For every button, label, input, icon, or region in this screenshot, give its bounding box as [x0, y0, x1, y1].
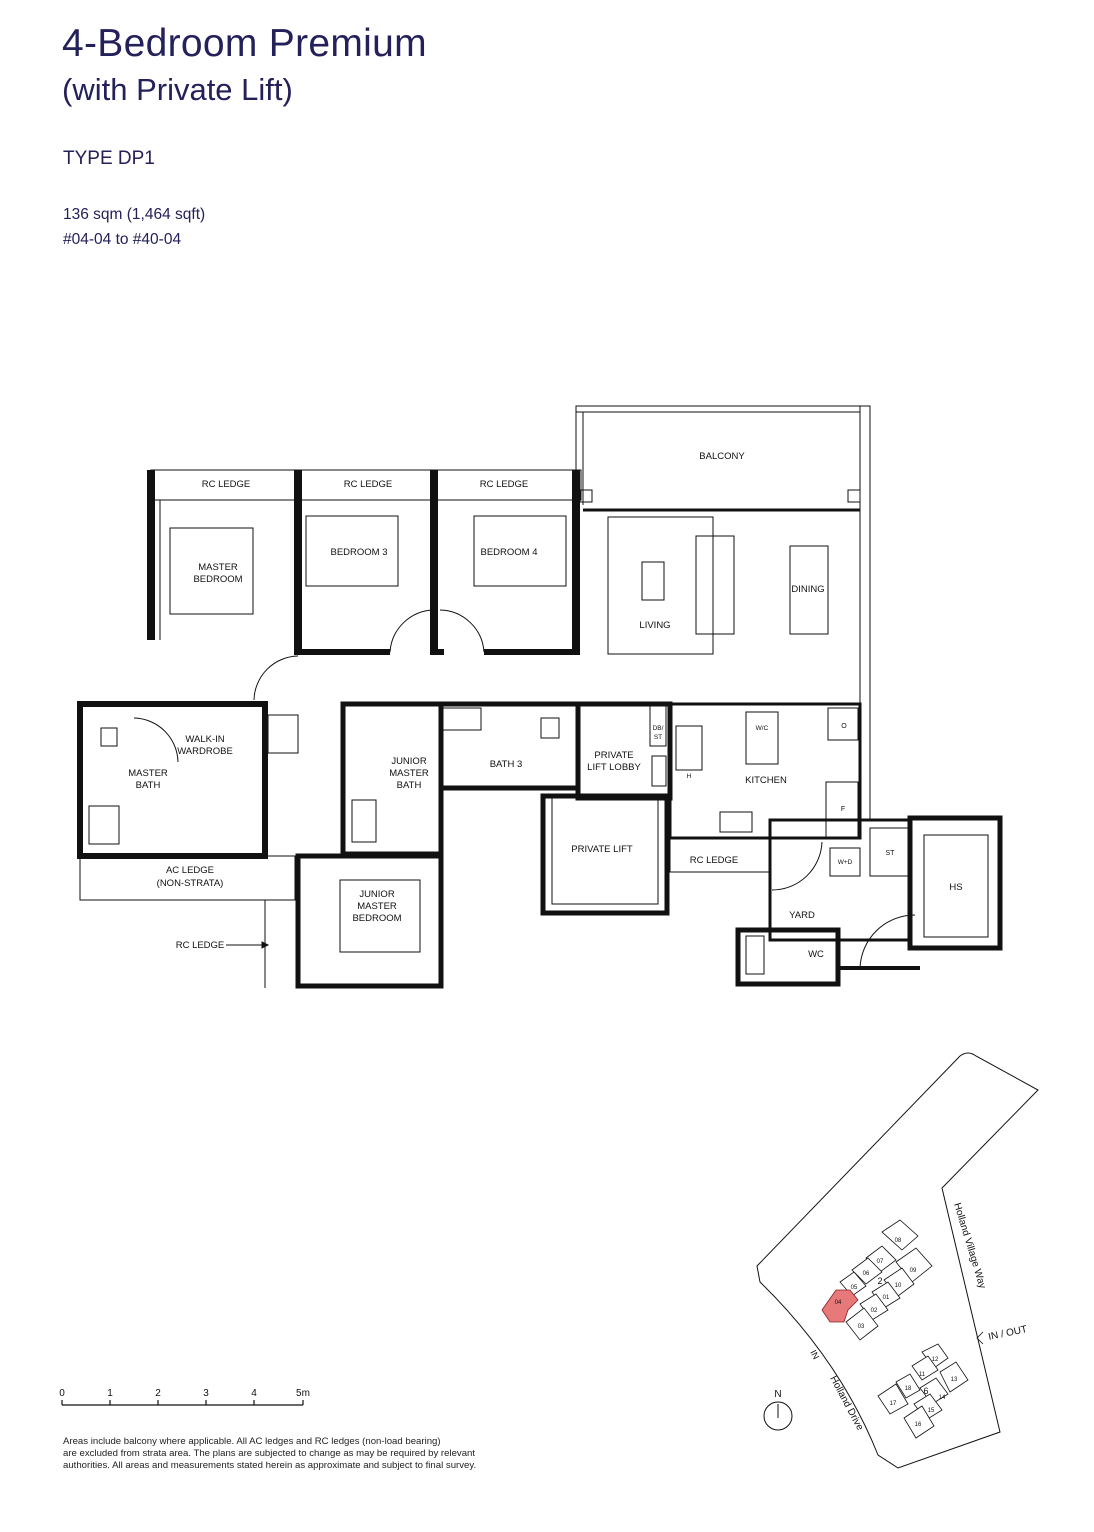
room-master-bath: BATH [136, 780, 161, 791]
scale-tick: 1 [107, 1388, 113, 1399]
room-walk-in-wardrobe: WALK-IN [185, 734, 224, 745]
entrance-in: IN [808, 1348, 821, 1361]
yard-wd: W+D [838, 859, 853, 866]
unit-numbers: #04-04 to #40-04 [63, 231, 182, 248]
room-rc-ledge: RC LEDGE [344, 479, 393, 490]
site-unit-label: 11 [919, 1372, 926, 1378]
room-junior-master-bedroom: BEDROOM [352, 913, 401, 924]
site-unit-label: 07 [877, 1259, 884, 1265]
room-db-st: ST [654, 734, 662, 741]
road-holland-village-way: Holland Village Way [951, 1202, 988, 1290]
north-compass-icon [763, 1401, 793, 1431]
unit-area: 136 sqm (1,464 sqft) [63, 206, 206, 223]
room-master-bedroom: MASTER [198, 562, 238, 573]
page-subtitle: (with Private Lift) [62, 72, 293, 107]
room-private-lift-lobby: PRIVATE [594, 750, 633, 761]
room-master-bath: MASTER [128, 768, 168, 779]
page-title: 4-Bedroom Premium [62, 22, 427, 65]
room-junior-master-bath: JUNIOR [391, 756, 427, 767]
site-unit-label: 13 [951, 1377, 958, 1383]
site-unit-label: 02 [871, 1308, 878, 1314]
room-balcony: BALCONY [699, 451, 745, 462]
room-junior-master-bedroom: JUNIOR [359, 889, 395, 900]
rc-ledge-pointer-label: RC LEDGE [176, 940, 225, 951]
site-unit-label: 01 [883, 1295, 890, 1301]
room-db-st: DB/ [653, 725, 664, 732]
room-private-lift: PRIVATE LIFT [571, 844, 633, 855]
unit-info: 136 sqm (1,464 sqft) #04-04 to #40-04 [63, 202, 205, 252]
road-holland-drive: Holland Drive [827, 1374, 865, 1433]
room-rc-ledge: RC LEDGE [480, 479, 529, 490]
room-master-bedroom: BEDROOM [193, 574, 242, 585]
site-unit-label: 16 [915, 1422, 922, 1428]
room-private-lift-lobby: LIFT LOBBY [587, 762, 641, 773]
room-bedroom-3: BEDROOM 3 [330, 547, 387, 558]
kitchen-wc: W/C [756, 725, 769, 732]
block-number: 2 [877, 1276, 882, 1286]
disclaimer-line: Areas include balcony where applicable. … [63, 1436, 441, 1447]
block-number: 6 [923, 1386, 928, 1396]
room-hs: HS [949, 882, 962, 893]
disclaimer-line: authorities. All areas and measurements … [63, 1460, 477, 1471]
room-bedroom-4: BEDROOM 4 [480, 547, 537, 558]
site-unit-label: 17 [890, 1401, 897, 1407]
room-ac-ledge: (NON-STRATA) [157, 878, 224, 889]
scale-tick: 4 [251, 1388, 257, 1399]
room-wc: WC [808, 949, 824, 960]
site-unit-label: 03 [858, 1324, 865, 1330]
site-unit-label: 14 [939, 1395, 946, 1401]
site-unit-label: 05 [851, 1285, 858, 1291]
kitchen-oven: O [841, 723, 847, 730]
scale-tick: 2 [155, 1388, 161, 1399]
scale-bar: 0 1 2 3 4 5m [59, 1388, 310, 1406]
room-st: ST [886, 850, 896, 857]
unit-type: TYPE DP1 [63, 148, 155, 169]
scale-tick: 5m [296, 1388, 310, 1399]
site-unit-label: 04 [835, 1300, 842, 1306]
room-yard: YARD [789, 910, 815, 921]
scale-tick: 3 [203, 1388, 209, 1399]
kitchen-hob: H [687, 773, 692, 780]
kitchen-fridge: F [841, 806, 845, 813]
room-living: LIVING [639, 620, 670, 631]
site-unit-label: 10 [895, 1283, 902, 1289]
highlighted-unit [821, 1289, 859, 1323]
room-ac-ledge: AC LEDGE [166, 865, 214, 876]
room-bath-3: BATH 3 [490, 759, 523, 770]
site-unit-label: 12 [932, 1357, 939, 1363]
site-unit-label: 09 [910, 1268, 917, 1274]
site-unit-label: 08 [895, 1238, 902, 1244]
room-rc-ledge-kitchen: RC LEDGE [690, 855, 739, 866]
room-kitchen: KITCHEN [745, 775, 787, 786]
site-unit-label: 06 [863, 1271, 870, 1277]
site-unit-label: 18 [905, 1386, 912, 1392]
site-plan: 08 07 06 05 04 09 10 01 02 03 12 11 13 1… [756, 1052, 1039, 1469]
room-dining: DINING [791, 584, 824, 595]
site-unit-label: 15 [928, 1408, 935, 1414]
disclaimer-line: are excluded from strata area. The plans… [63, 1448, 476, 1459]
scale-tick: 0 [59, 1388, 65, 1399]
disclaimer: Areas include balcony where applicable. … [63, 1436, 583, 1472]
north-label: N [774, 1389, 781, 1400]
room-junior-master-bedroom: MASTER [357, 901, 397, 912]
room-junior-master-bath: BATH [397, 780, 422, 791]
entrance-in-out: IN / OUT [987, 1324, 1028, 1343]
room-junior-master-bath: MASTER [389, 768, 429, 779]
room-rc-ledge: RC LEDGE [202, 479, 251, 490]
room-walk-in-wardrobe: WARDROBE [177, 746, 233, 757]
